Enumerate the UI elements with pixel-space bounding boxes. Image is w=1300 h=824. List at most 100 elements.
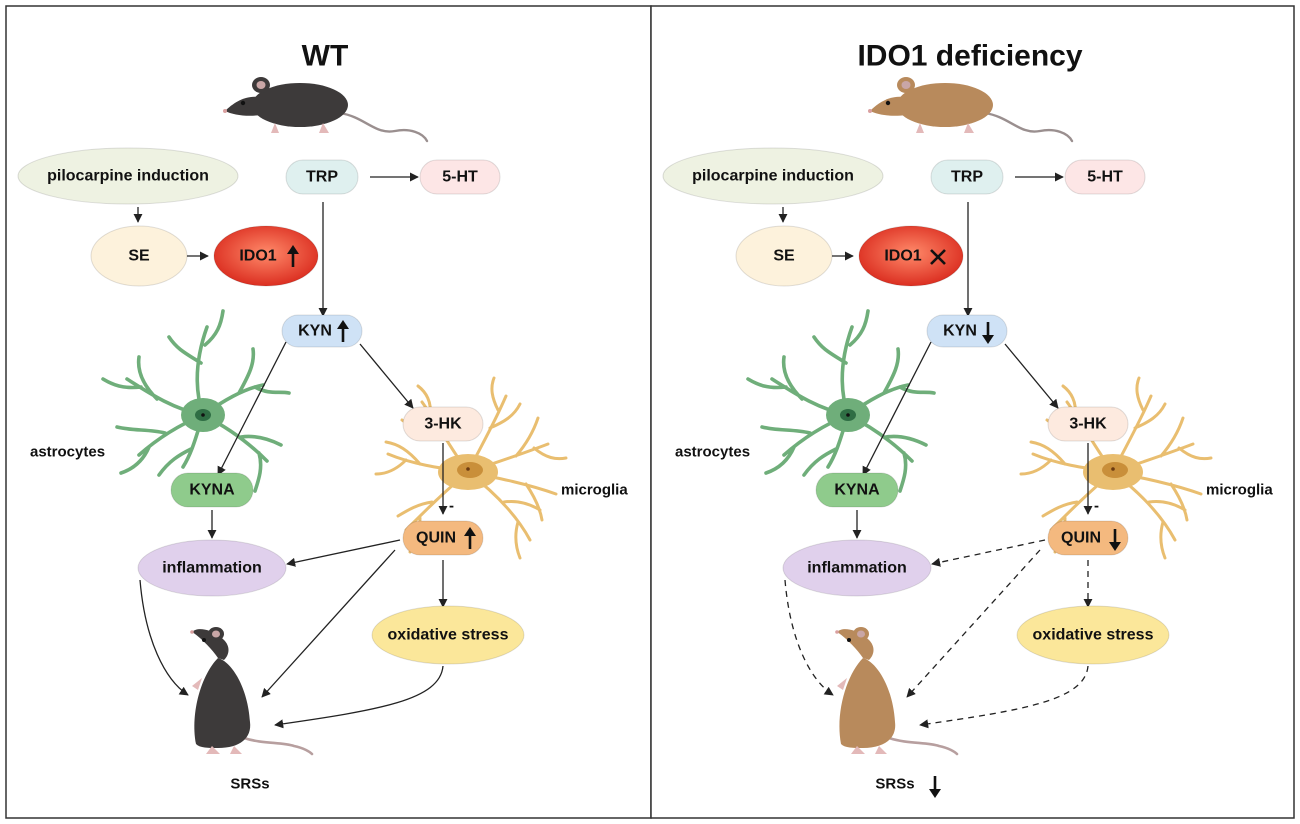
panel-1-mouse-top	[868, 77, 1074, 143]
panel-0-astrocyte-nucleolus	[201, 413, 205, 417]
panel-0-label-minus: -	[449, 498, 454, 515]
panel-0-mouse-bottom-tail	[242, 736, 314, 756]
panel-1-node-inflammation	[782, 539, 932, 597]
panel-0-mouse-top-front-foot	[271, 123, 279, 133]
panel-0-ido1-indicator-head	[287, 245, 299, 254]
panel-0-astrocyte	[101, 309, 291, 493]
panel-0-arrow-quin-to-srs	[261, 549, 396, 698]
panel-1-node-trp-label: TRP	[951, 169, 983, 186]
panel-0-microglia-nucleus	[457, 462, 483, 478]
panel-1-mouse-bottom-eye	[847, 638, 851, 642]
panel-0-node-kyna-label: KYNA	[189, 482, 235, 499]
panel-1-node-3hk-label: 3-HK	[1069, 416, 1107, 433]
panel-1-mouse-bottom-body	[839, 658, 896, 748]
panel-0-node-kyn-label: KYN	[298, 323, 332, 340]
panel-1-mouse-top-nose	[868, 109, 872, 113]
panel-0-label-srss: SRSs	[230, 776, 269, 793]
panel-0-arrow-inflammation-to-srs	[139, 579, 189, 696]
panel-1-node-ido1-label: IDO1	[884, 248, 921, 265]
panel-ido1-frame	[650, 5, 1295, 819]
panel-0-mouse-bottom-eye	[202, 638, 206, 642]
panel-0-node-se	[90, 225, 188, 287]
panel-1-title: IDO1 deficiency	[857, 40, 1082, 73]
panel-0-mouse-top-ear-inner	[256, 81, 266, 89]
panel-1-node-quin-label: QUIN	[1061, 530, 1101, 547]
panel-1-mouse-bottom-paw	[837, 678, 847, 690]
panel-1-mouse-top-body	[897, 83, 993, 127]
panel-1-node-ido1	[858, 225, 964, 287]
panel-1-mouse-top-ear-inner	[901, 81, 911, 89]
panel-0-node-quin-label: QUIN	[416, 530, 456, 547]
panel-0-label-microglia: microglia	[561, 482, 628, 499]
panel-1-node-inflammation-label: inflammation	[807, 560, 907, 577]
panel-0-node-5ht-label: 5-HT	[442, 169, 478, 186]
panel-1-astrocyte-nucleolus	[846, 413, 850, 417]
panel-0-arrow-kyn-to-3hk	[359, 343, 414, 409]
panel-0-kyn-indicator-head	[337, 320, 349, 329]
panel-0-node-oxidative-label: oxidative stress	[388, 627, 509, 644]
panel-1-node-kyna	[815, 472, 899, 508]
panel-1-label-microglia: microglia	[1206, 482, 1273, 499]
panel-1-node-pilocarpine	[662, 147, 884, 205]
panel-0-node-oxidative	[371, 605, 525, 665]
panel-1-arrow-kyn-to-3hk	[1004, 343, 1059, 409]
panel-ido1-deficiency: IDO1 deficiency pilocarpine induction TRP 5…	[662, 40, 1273, 798]
panel-1-srs-indicator-head	[929, 789, 941, 798]
panel-0-node-pilocarpine-label: pilocarpine induction	[47, 168, 209, 185]
panel-0-microglia-nucleolus	[466, 467, 470, 471]
panel-0-node-inflammation	[137, 539, 287, 597]
panel-0-node-se-label: SE	[128, 248, 150, 265]
panel-0-mouse-bottom-body	[194, 658, 251, 748]
panel-1-node-trp	[930, 159, 1004, 195]
panel-1-microglia-nucleus	[1102, 462, 1128, 478]
panel-0-node-pilocarpine	[17, 147, 239, 205]
panel-1-node-5ht-label: 5-HT	[1087, 169, 1123, 186]
panel-0-mouse-top-eye	[240, 100, 246, 106]
panel-1-microglia-nucleolus	[1111, 467, 1115, 471]
panel-1-mouse-top-hind-foot	[964, 123, 974, 133]
panel-1-mouse-top-tail	[983, 111, 1074, 143]
panel-1-label-srss: SRSs	[875, 776, 914, 793]
panel-0-label-astrocytes: astrocytes	[30, 444, 105, 461]
panel-wt-frame	[5, 5, 652, 819]
panel-1-node-pilocarpine-label: pilocarpine induction	[692, 168, 854, 185]
panel-0-quin-indicator-head	[464, 527, 476, 536]
panel-0-arrow-kyn-to-kyna	[217, 341, 287, 476]
panel-0-mouse-top-nose	[223, 109, 227, 113]
panel-1-node-se-label: SE	[773, 248, 795, 265]
panel-0-mouse-top-head	[225, 96, 261, 116]
panel-0-mouse-top	[223, 77, 429, 143]
panel-0-node-3hk-label: 3-HK	[424, 416, 462, 433]
panel-1-label-minus: -	[1094, 498, 1099, 515]
panel-1-arrow-quin-to-inflammation	[931, 539, 1046, 567]
panel-1-quin-indicator-head	[1109, 542, 1121, 551]
panel-1-mouse-bottom-foot-b	[875, 746, 887, 754]
panel-0-mouse-bottom-foot-b	[230, 746, 242, 754]
panel-1-arrow-quin-to-srs	[906, 549, 1041, 698]
panel-1-node-se	[735, 225, 833, 287]
panel-1-node-quin	[1047, 520, 1129, 556]
panel-1-node-kyna-label: KYNA	[834, 482, 880, 499]
panel-0-node-inflammation-label: inflammation	[162, 560, 262, 577]
panel-0-mouse-bottom-foot-a	[206, 746, 220, 754]
panel-0-mouse-bottom-ear-inner	[212, 630, 220, 638]
panel-0-node-ido1-label: IDO1	[239, 248, 276, 265]
panel-1-mouse-bottom-foot-a	[851, 746, 865, 754]
panel-0-arrow-quin-to-inflammation	[286, 539, 401, 567]
panel-1-astrocyte	[746, 309, 936, 493]
panel-1-mouse-top-head	[870, 96, 906, 116]
panel-0-mouse-top-tail	[338, 111, 429, 143]
panel-0-mouse-bottom	[190, 627, 314, 756]
panel-0-node-kyna	[170, 472, 254, 508]
panel-1-node-5ht	[1064, 159, 1146, 195]
panel-0-mouse-bottom-paw	[192, 678, 202, 690]
panel-0-mouse-top-body	[252, 83, 348, 127]
panel-1-node-oxidative	[1016, 605, 1170, 665]
panel-1-mouse-bottom-tail	[887, 736, 959, 756]
panel-1-ido1-indicator-stroke-b	[930, 249, 946, 265]
panel-1-label-astrocytes: astrocytes	[675, 444, 750, 461]
panel-0-node-5ht	[419, 159, 501, 195]
panel-0-node-trp	[285, 159, 359, 195]
